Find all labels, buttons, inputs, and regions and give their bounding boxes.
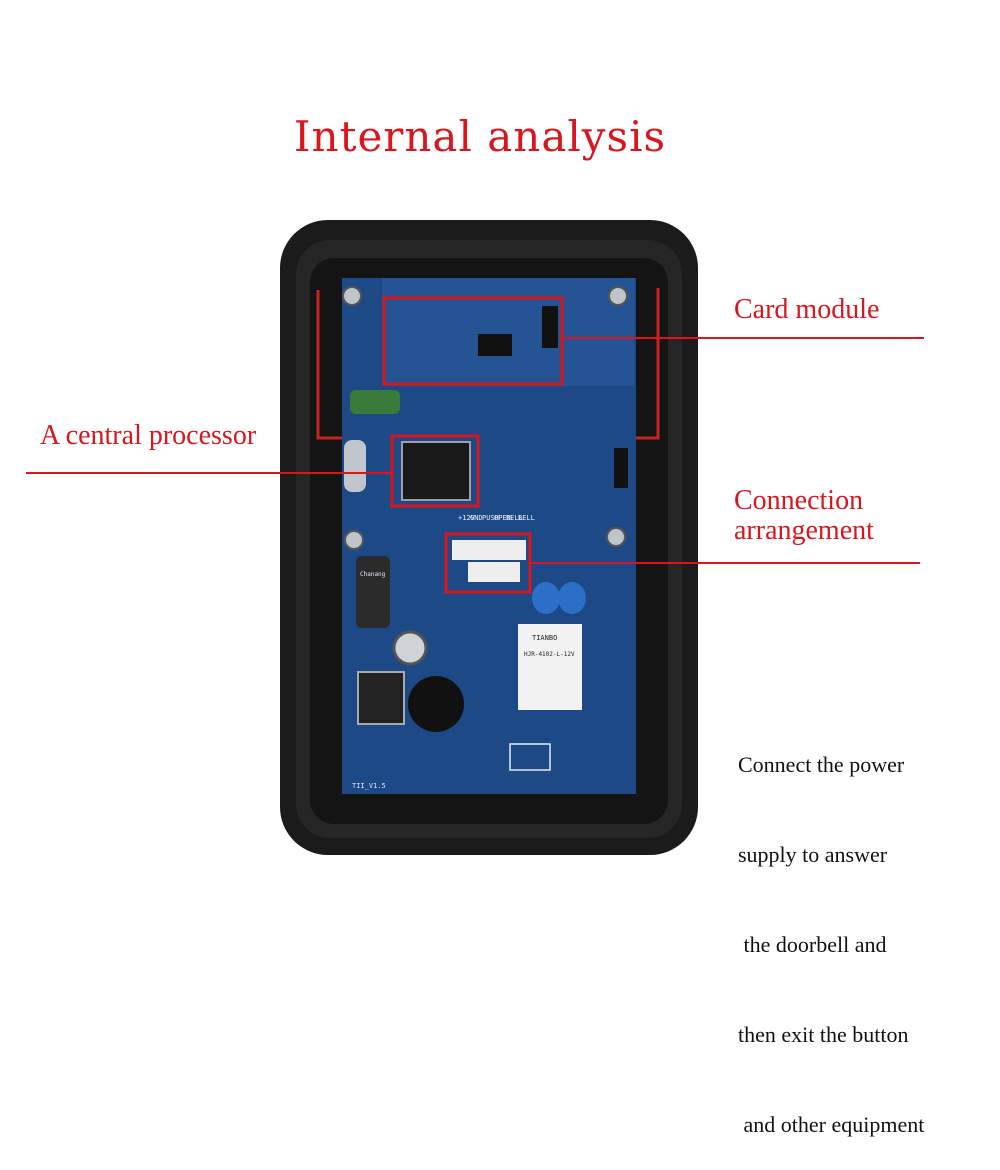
- connection-label-line1: Connection: [734, 485, 864, 516]
- card-module-chip: [478, 334, 512, 356]
- card-module-label: Card module: [734, 294, 880, 325]
- card-module-daughterboard: [382, 278, 634, 386]
- jumper-header: [614, 448, 628, 488]
- switch-footprint: [509, 743, 551, 771]
- page-title: Internal analysis: [293, 112, 667, 161]
- note-line: Connect the power: [738, 752, 905, 777]
- varistor-2: [558, 582, 586, 614]
- electrolytic-capacitor: [356, 556, 390, 628]
- central-processor-label: A central processor: [40, 420, 257, 451]
- buzzer: [408, 676, 464, 732]
- terminal-label: BELL: [506, 514, 523, 522]
- connection-label-line2: arrangement: [734, 515, 874, 546]
- green-capacitor: [350, 390, 400, 414]
- module-header: [542, 306, 558, 348]
- note-line: the doorbell and: [738, 932, 887, 957]
- device-illustration: TII_V1.5 TIANBO HJR-4102-L-12V Chanang +…: [26, 220, 924, 855]
- note-line: then exit the button: [738, 1022, 909, 1047]
- terminal-label: OPEN: [494, 514, 511, 522]
- small-capacitor: [392, 630, 428, 666]
- terminal-label: GND: [470, 514, 483, 522]
- power-connection-note: Connect the power supply to answer the d…: [738, 690, 1000, 1170]
- terminal-connector-2: [468, 562, 520, 582]
- central-processor-chip: [401, 441, 471, 501]
- crystal: [344, 440, 366, 492]
- terminal-label: PUSH: [482, 514, 499, 522]
- relay-model-text: HJR-4102-L-12V: [524, 651, 575, 658]
- capacitor-brand-text: Chanang: [360, 571, 386, 578]
- note-line: supply to answer: [738, 842, 888, 867]
- voltage-regulator: [357, 671, 405, 725]
- screw-holes: [342, 286, 628, 550]
- relay-brand-text: TIANBO: [532, 634, 557, 642]
- note-line: and other equipment: [738, 1112, 925, 1137]
- relay: [518, 624, 582, 710]
- terminal-labels: +12V GND PUSH OPEN BELL BELL: [458, 514, 535, 522]
- card-module-highlight: [382, 296, 564, 386]
- board-version-text: TII_V1.5: [352, 782, 386, 790]
- terminal-label: +12V: [458, 514, 476, 522]
- terminal-label: BELL: [518, 514, 535, 522]
- varistor-1: [532, 582, 560, 614]
- terminal-connector-1: [452, 540, 526, 560]
- processor-highlight: [390, 434, 480, 508]
